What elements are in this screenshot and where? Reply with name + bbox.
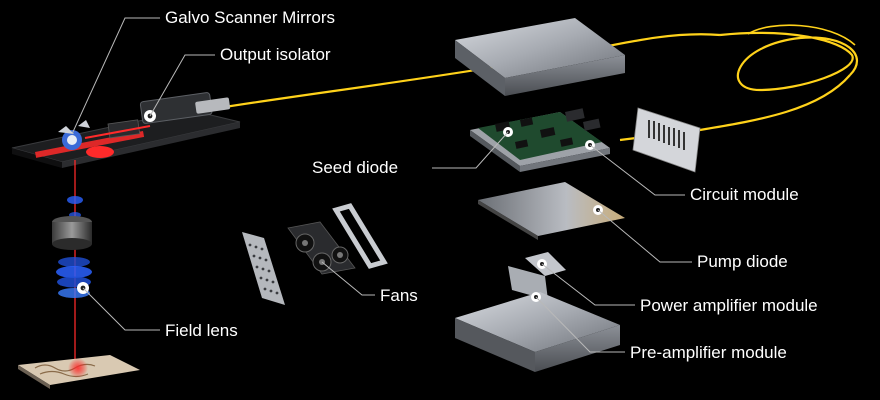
work-surface xyxy=(18,355,140,389)
top-cover xyxy=(455,18,625,96)
label-output-isolator: Output isolator xyxy=(220,45,331,64)
field-lens-stack xyxy=(56,257,92,298)
connector-panel xyxy=(632,107,701,173)
label-circuit-module: Circuit module xyxy=(690,185,799,204)
heatsink-grille xyxy=(242,232,285,305)
label-galvo-scanner-mirrors: Galvo Scanner Mirrors xyxy=(165,8,336,27)
label-pump-diode: Pump diode xyxy=(697,252,788,271)
fan-units xyxy=(287,221,356,275)
label-pre-amplifier-module: Pre-amplifier module xyxy=(630,343,787,362)
label-fans: Fans xyxy=(380,286,418,305)
lens-barrel xyxy=(52,216,92,250)
pump-plate xyxy=(478,182,625,240)
scanner-head-assembly xyxy=(11,92,241,168)
circuit-board xyxy=(470,108,610,172)
base-tray xyxy=(455,292,620,372)
label-seed-diode: Seed diode xyxy=(312,158,399,177)
fan-frame xyxy=(332,203,388,269)
label-field-lens: Field lens xyxy=(165,321,238,340)
label-power-amplifier-module: Power amplifier module xyxy=(640,296,818,315)
callout-lines xyxy=(71,17,692,353)
